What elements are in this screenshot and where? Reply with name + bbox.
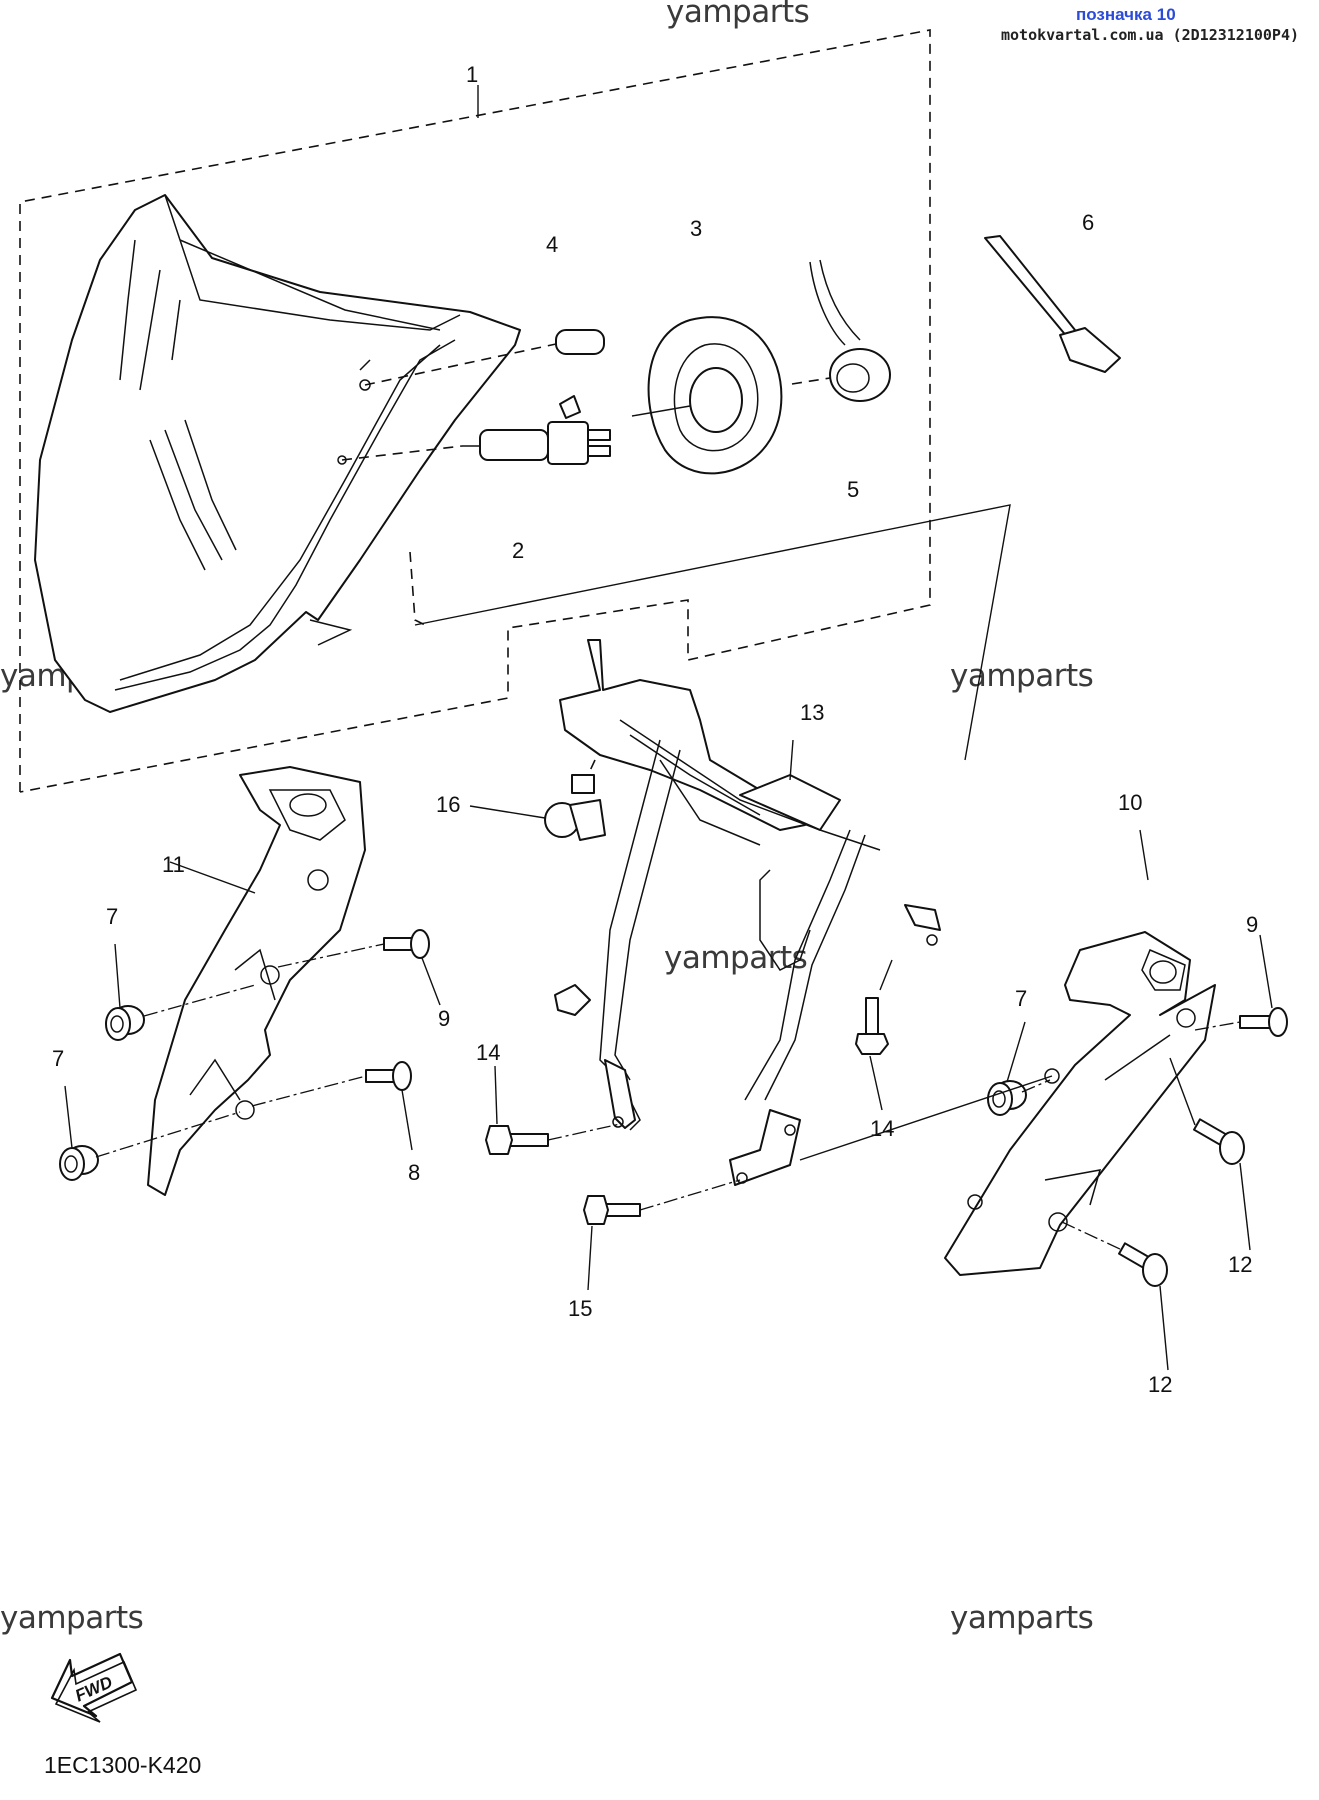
cable-tie bbox=[984, 235, 1121, 373]
callout-1: 1 bbox=[466, 62, 478, 87]
fwd-arrow-icon: FWD bbox=[50, 1652, 138, 1723]
callout-9b: 9 bbox=[1246, 912, 1258, 937]
watermark-center: yamparts bbox=[664, 940, 808, 976]
callout-14b: 14 bbox=[870, 1116, 894, 1141]
source-code: motokvartal.com.ua (2D12312100P4) bbox=[1001, 26, 1300, 44]
screw-12-lower bbox=[1061, 1221, 1169, 1371]
diagram-code: 1EC1300-K420 bbox=[44, 1752, 202, 1778]
callout-3: 3 bbox=[690, 216, 702, 241]
callout-8: 8 bbox=[408, 1160, 420, 1185]
screw-right-9 bbox=[1194, 934, 1288, 1037]
screw-8 bbox=[251, 1061, 413, 1151]
watermark-left-bottom: yamparts bbox=[0, 1600, 144, 1636]
callout-14a: 14 bbox=[476, 1040, 500, 1065]
position-bulb bbox=[364, 329, 605, 386]
assembly-link bbox=[409, 551, 426, 626]
right-side-cover bbox=[944, 829, 1216, 1276]
callout-9a: 9 bbox=[438, 1006, 450, 1031]
dust-cover bbox=[631, 316, 783, 475]
callout-10: 10 bbox=[1118, 790, 1142, 815]
callout-13: 13 bbox=[800, 700, 824, 725]
callout-16: 16 bbox=[436, 792, 460, 817]
grommet-left-lower bbox=[59, 1085, 241, 1181]
bolt-15 bbox=[583, 1179, 741, 1291]
grommet-left-upper bbox=[105, 943, 256, 1041]
callout-5: 5 bbox=[847, 477, 859, 502]
callout-7a: 7 bbox=[106, 904, 118, 929]
watermark-right-mid: yamparts bbox=[950, 658, 1094, 694]
bulb-socket bbox=[791, 259, 891, 402]
callout-11: 11 bbox=[162, 852, 185, 877]
grommet-right bbox=[987, 1021, 1051, 1116]
watermark-top: yamparts bbox=[666, 0, 810, 30]
callout-12b: 12 bbox=[1148, 1372, 1172, 1397]
callout-2: 2 bbox=[512, 538, 524, 563]
bolt-14-center bbox=[855, 959, 893, 1111]
callout-7c: 7 bbox=[1015, 986, 1027, 1011]
callout-12a: 12 bbox=[1228, 1252, 1252, 1277]
watermark-right-bottom: yamparts bbox=[950, 1600, 1094, 1636]
wire-clamp bbox=[469, 759, 606, 841]
callout-4: 4 bbox=[546, 232, 558, 257]
headlight-bulb bbox=[341, 395, 611, 465]
screw-left-9 bbox=[277, 929, 441, 1006]
callout-7b: 7 bbox=[52, 1046, 64, 1071]
headlight-housing bbox=[34, 194, 521, 713]
bolt-14-left bbox=[485, 1065, 621, 1155]
headlight-bracket bbox=[554, 639, 941, 1186]
callout-15: 15 bbox=[568, 1296, 592, 1321]
callout-6: 6 bbox=[1082, 210, 1094, 235]
screw-12-upper bbox=[1169, 1057, 1251, 1251]
part-badge: позначка 10 bbox=[1076, 5, 1176, 24]
left-side-cover bbox=[147, 766, 366, 1196]
